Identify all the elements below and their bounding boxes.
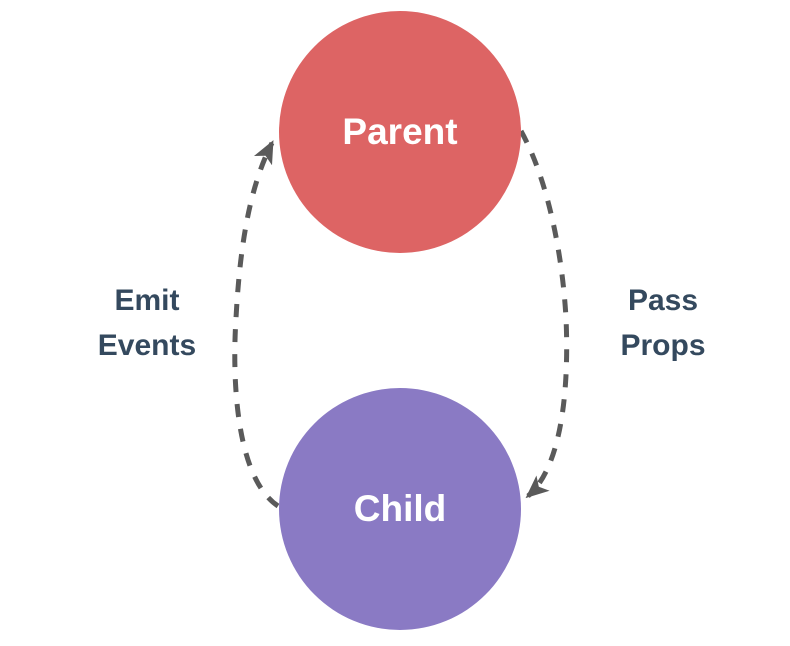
node-child[interactable]: Child <box>279 388 521 630</box>
parent-label: Parent <box>342 111 457 152</box>
edge-emit-events-path <box>232 140 280 509</box>
child-circle[interactable] <box>279 388 521 630</box>
emit-events-label-line2: Events <box>98 329 196 362</box>
emit-events-label-line1: Emit <box>114 284 179 317</box>
child-label: Child <box>354 488 446 529</box>
node-parent[interactable]: Parent <box>279 11 521 253</box>
edge-label-emit-events: Emit Events <box>98 284 196 362</box>
pass-props-label-line1: Pass <box>628 284 698 317</box>
pass-props-label-line2: Props <box>620 329 705 362</box>
parent-circle[interactable] <box>279 11 521 253</box>
edge-pass-props-path <box>518 129 570 499</box>
edge-label-pass-props: Pass Props <box>620 284 705 362</box>
